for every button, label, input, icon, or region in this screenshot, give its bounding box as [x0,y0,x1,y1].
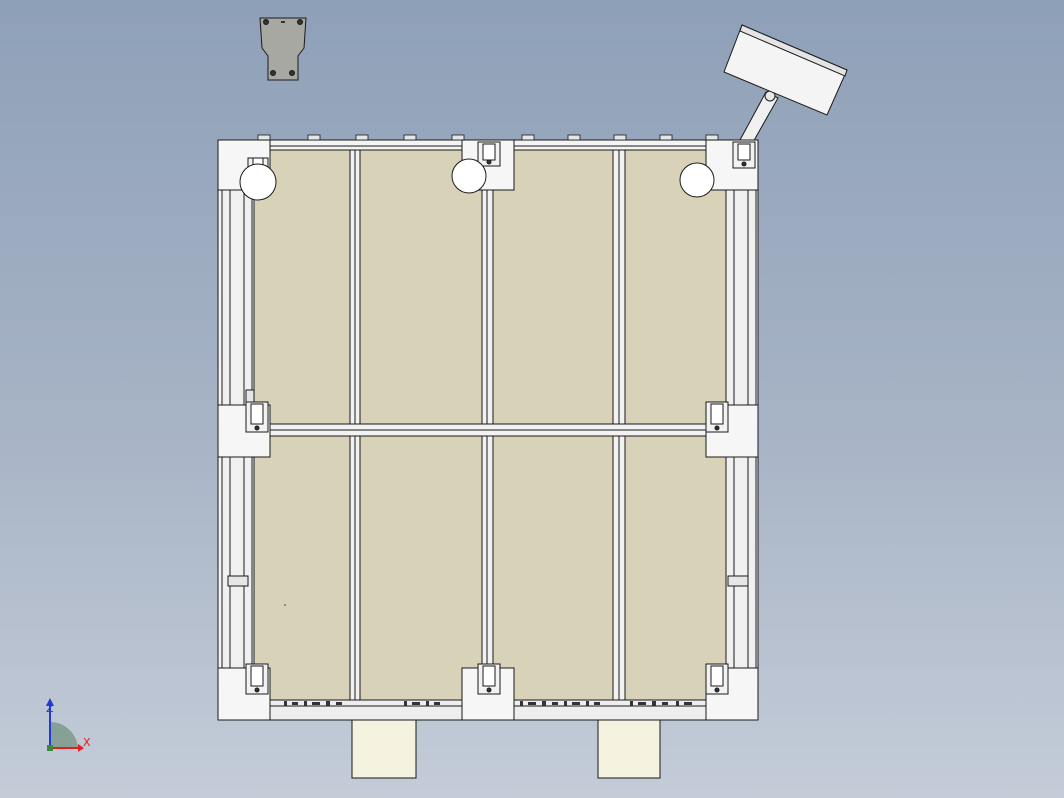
knob [679,162,715,198]
monitor-arm [739,90,779,145]
mounting-plate [259,17,307,81]
casters [245,141,756,695]
axis-triad: Z X [46,698,91,752]
middle-extrusion [253,423,727,437]
foot [351,719,417,779]
panel [359,149,483,425]
panel [624,149,727,425]
spherical-knobs [239,158,715,201]
monitor [723,24,848,116]
y-axis-marker [47,745,53,751]
bottom-hardware [284,701,692,706]
panels-upper [253,149,727,425]
knob [451,158,487,194]
panel [359,435,483,701]
caster [245,401,269,433]
caster [477,663,501,695]
z-axis-label: Z [46,702,54,715]
feet [351,719,661,779]
knob [239,163,277,201]
marker-dot [284,604,286,606]
panel [492,149,614,425]
caster [705,663,729,695]
panel [624,435,727,701]
caster [732,141,756,169]
panels-lower [253,435,727,701]
triad-plane [50,721,78,748]
x-axis-label: X [83,736,91,749]
caster [705,401,729,433]
panel [492,435,614,701]
foot [597,719,661,779]
caster [245,663,269,695]
panel [253,435,351,701]
caster [477,141,501,167]
